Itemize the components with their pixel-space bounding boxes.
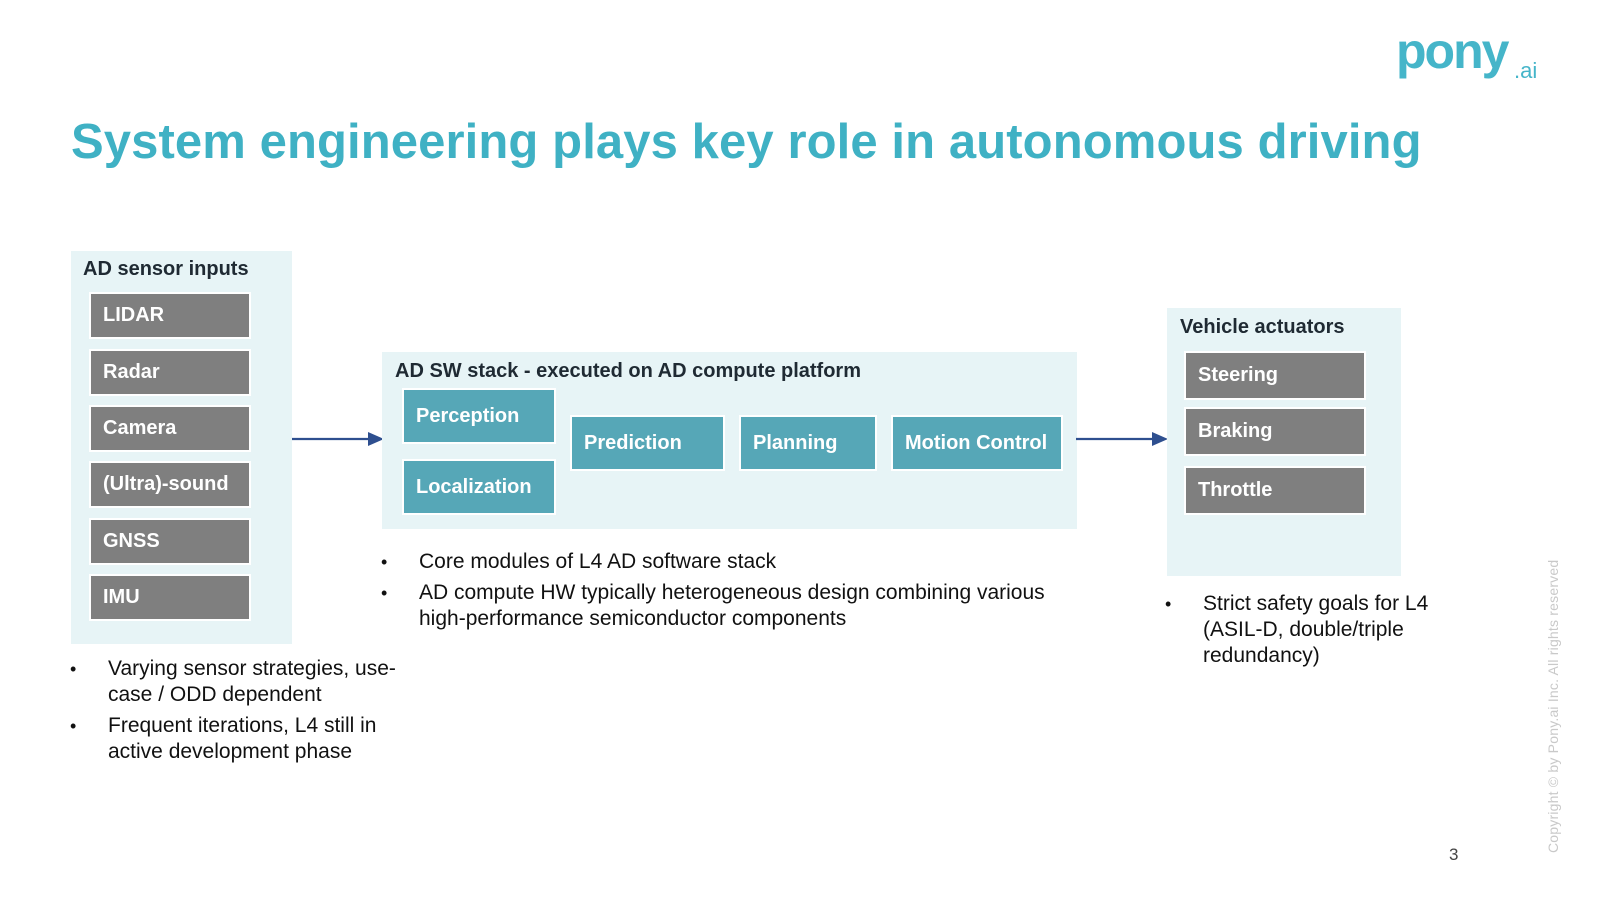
- sensor-gnss: GNSS: [91, 520, 249, 563]
- module-prediction: Prediction: [572, 417, 723, 469]
- sensor-note: Varying sensor strategies, use-case / OD…: [70, 656, 410, 708]
- module-motion-control: Motion Control: [893, 417, 1061, 469]
- page-title: System engineering plays key role in aut…: [71, 115, 1422, 169]
- software-note: AD compute HW typically heterogeneous de…: [381, 580, 1071, 632]
- sensor-inputs-title: AD sensor inputs: [83, 258, 249, 280]
- software-to-actuators-arrow: [1076, 432, 1168, 446]
- actuator-steering: Steering: [1186, 353, 1364, 398]
- software-stack-title: AD SW stack - executed on AD compute pla…: [395, 360, 861, 382]
- sensors-to-software-arrow: [292, 432, 384, 446]
- actuator-braking: Braking: [1186, 409, 1364, 454]
- sensor-ultrasound: (Ultra)-sound: [91, 463, 249, 506]
- sensor-note: Frequent iterations, L4 still in active …: [70, 713, 410, 765]
- logo-suffix: .ai: [1514, 58, 1537, 83]
- page-number: 3: [1449, 845, 1459, 864]
- sensor-camera: Camera: [91, 407, 249, 450]
- software-note: Core modules of L4 AD software stack: [381, 549, 1071, 575]
- copyright-text: Copyright © by Pony.ai Inc. All rights r…: [1545, 559, 1561, 853]
- sensor-lidar: LIDAR: [91, 294, 249, 337]
- sensor-notes: Varying sensor strategies, use-case / OD…: [70, 656, 410, 770]
- module-perception: Perception: [404, 390, 554, 442]
- actuator-note: Strict safety goals for L4 (ASIL-D, doub…: [1165, 591, 1445, 669]
- logo-text: pony: [1396, 26, 1510, 79]
- sensor-imu: IMU: [91, 576, 249, 619]
- pony-ai-logo: pony .ai: [1396, 26, 1537, 83]
- module-localization: Localization: [404, 461, 554, 513]
- module-planning: Planning: [741, 417, 875, 469]
- actuator-notes: Strict safety goals for L4 (ASIL-D, doub…: [1165, 591, 1445, 674]
- actuator-throttle: Throttle: [1186, 468, 1364, 513]
- vehicle-actuators-title: Vehicle actuators: [1180, 316, 1345, 338]
- sensor-radar: Radar: [91, 351, 249, 394]
- software-notes: Core modules of L4 AD software stack AD …: [381, 549, 1071, 637]
